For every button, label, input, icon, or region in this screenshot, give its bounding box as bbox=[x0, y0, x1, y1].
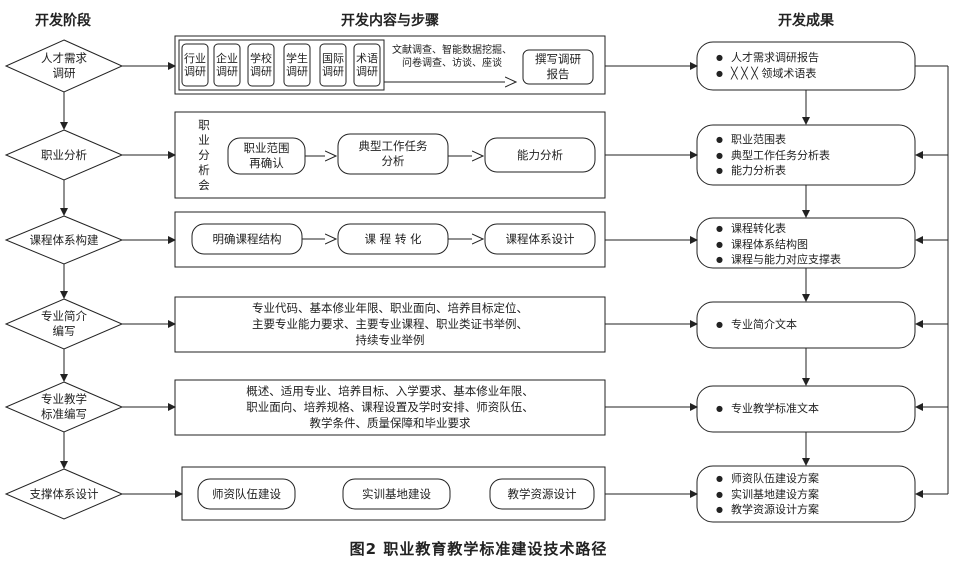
result-item: 师资队伍建设方案 bbox=[716, 472, 819, 488]
result-item: 课程体系结构图 bbox=[716, 238, 841, 254]
result-item: 人才需求调研报告 bbox=[716, 51, 819, 67]
result-item: 能力分析表 bbox=[716, 164, 830, 180]
survey-methods: 文献调查、智能数据挖掘、 问卷调查、访谈、座谈 bbox=[392, 45, 512, 69]
job-scope-box: 职业范围 再确认 bbox=[243, 141, 290, 170]
stage-label-2: 职业分析 bbox=[41, 147, 87, 162]
header-result: 开发成果 bbox=[778, 13, 834, 29]
teaching-resource-box: 教学资源设计 bbox=[507, 486, 577, 501]
stage-diamond-6 bbox=[4, 468, 124, 520]
result-list-6: 师资队伍建设方案 实训基地建设方案 教学资源设计方案 bbox=[716, 472, 819, 519]
survey-box-international: 国际 调研 bbox=[322, 52, 344, 78]
step1-inner-frame bbox=[178, 39, 385, 91]
step1-frame bbox=[174, 35, 606, 95]
standard-content-text: 概述、适用专业、培养目标、入学要求、基本修业年限、 职业面向、培养规格、课程设置… bbox=[246, 384, 534, 430]
result-list-2: 职业范围表 典型工作任务分析表 能力分析表 bbox=[716, 133, 830, 180]
result-list-1: 人才需求调研报告 ╳ ╳ ╳ 领域术语表 bbox=[716, 51, 819, 82]
stage-label-5: 专业教学 标准编写 bbox=[41, 392, 87, 421]
result-item: 实训基地建设方案 bbox=[716, 488, 819, 504]
course-system-design-box: 课程体系设计 bbox=[505, 231, 575, 246]
result-list-3: 课程转化表 课程体系结构图 课程与能力对应支撑表 bbox=[716, 222, 841, 269]
stage-label-1: 人才需求 调研 bbox=[41, 51, 87, 80]
stage-label-4: 专业简介 编写 bbox=[41, 309, 87, 338]
result-item: 课程与能力对应支撑表 bbox=[716, 253, 841, 269]
training-base-box: 实训基地建设 bbox=[362, 486, 431, 501]
result-item: 教学资源设计方案 bbox=[716, 503, 819, 519]
job-analysis-meeting-label: 职 业 分 析 会 bbox=[198, 117, 210, 192]
stage-label-3: 课程体系构建 bbox=[29, 232, 99, 247]
result-item: 专业简介文本 bbox=[716, 318, 797, 334]
result-list-5: 专业教学标准文本 bbox=[716, 402, 819, 418]
profile-content-text: 专业代码、基本修业年限、职业面向、培养目标定位、 主要专业能力要求、主要专业课程… bbox=[252, 301, 528, 347]
survey-box-industry: 行业 调研 bbox=[184, 52, 206, 78]
figure-caption: 图2 职业教育教学标准建设技术路径 bbox=[349, 540, 608, 558]
course-transform-box: 课 程 转 化 bbox=[364, 231, 422, 246]
header-content: 开发内容与步骤 bbox=[341, 13, 439, 29]
ability-analysis-box: 能力分析 bbox=[517, 147, 563, 162]
result-item: ╳ ╳ ╳ 领域术语表 bbox=[716, 67, 819, 83]
result-item: 专业教学标准文本 bbox=[716, 402, 819, 418]
result-item: 职业范围表 bbox=[716, 133, 830, 149]
survey-box-terminology: 术语 调研 bbox=[356, 52, 378, 78]
result-item: 典型工作任务分析表 bbox=[716, 149, 830, 165]
survey-box-student: 学生 调研 bbox=[286, 52, 308, 78]
header-stage: 开发阶段 bbox=[35, 13, 91, 29]
task-analysis-box: 典型工作任务 分析 bbox=[358, 139, 428, 168]
stage-label-6: 支撑体系设计 bbox=[29, 486, 99, 501]
survey-box-enterprise: 企业 调研 bbox=[216, 52, 238, 78]
course-structure-box: 明确课程结构 bbox=[212, 231, 282, 246]
faculty-building-box: 师资队伍建设 bbox=[212, 486, 281, 501]
result-item: 课程转化表 bbox=[716, 222, 841, 238]
report-box: 撰写调研 报告 bbox=[535, 52, 581, 81]
survey-box-school: 学校 调研 bbox=[250, 52, 272, 78]
result-list-4: 专业简介文本 bbox=[716, 318, 797, 334]
